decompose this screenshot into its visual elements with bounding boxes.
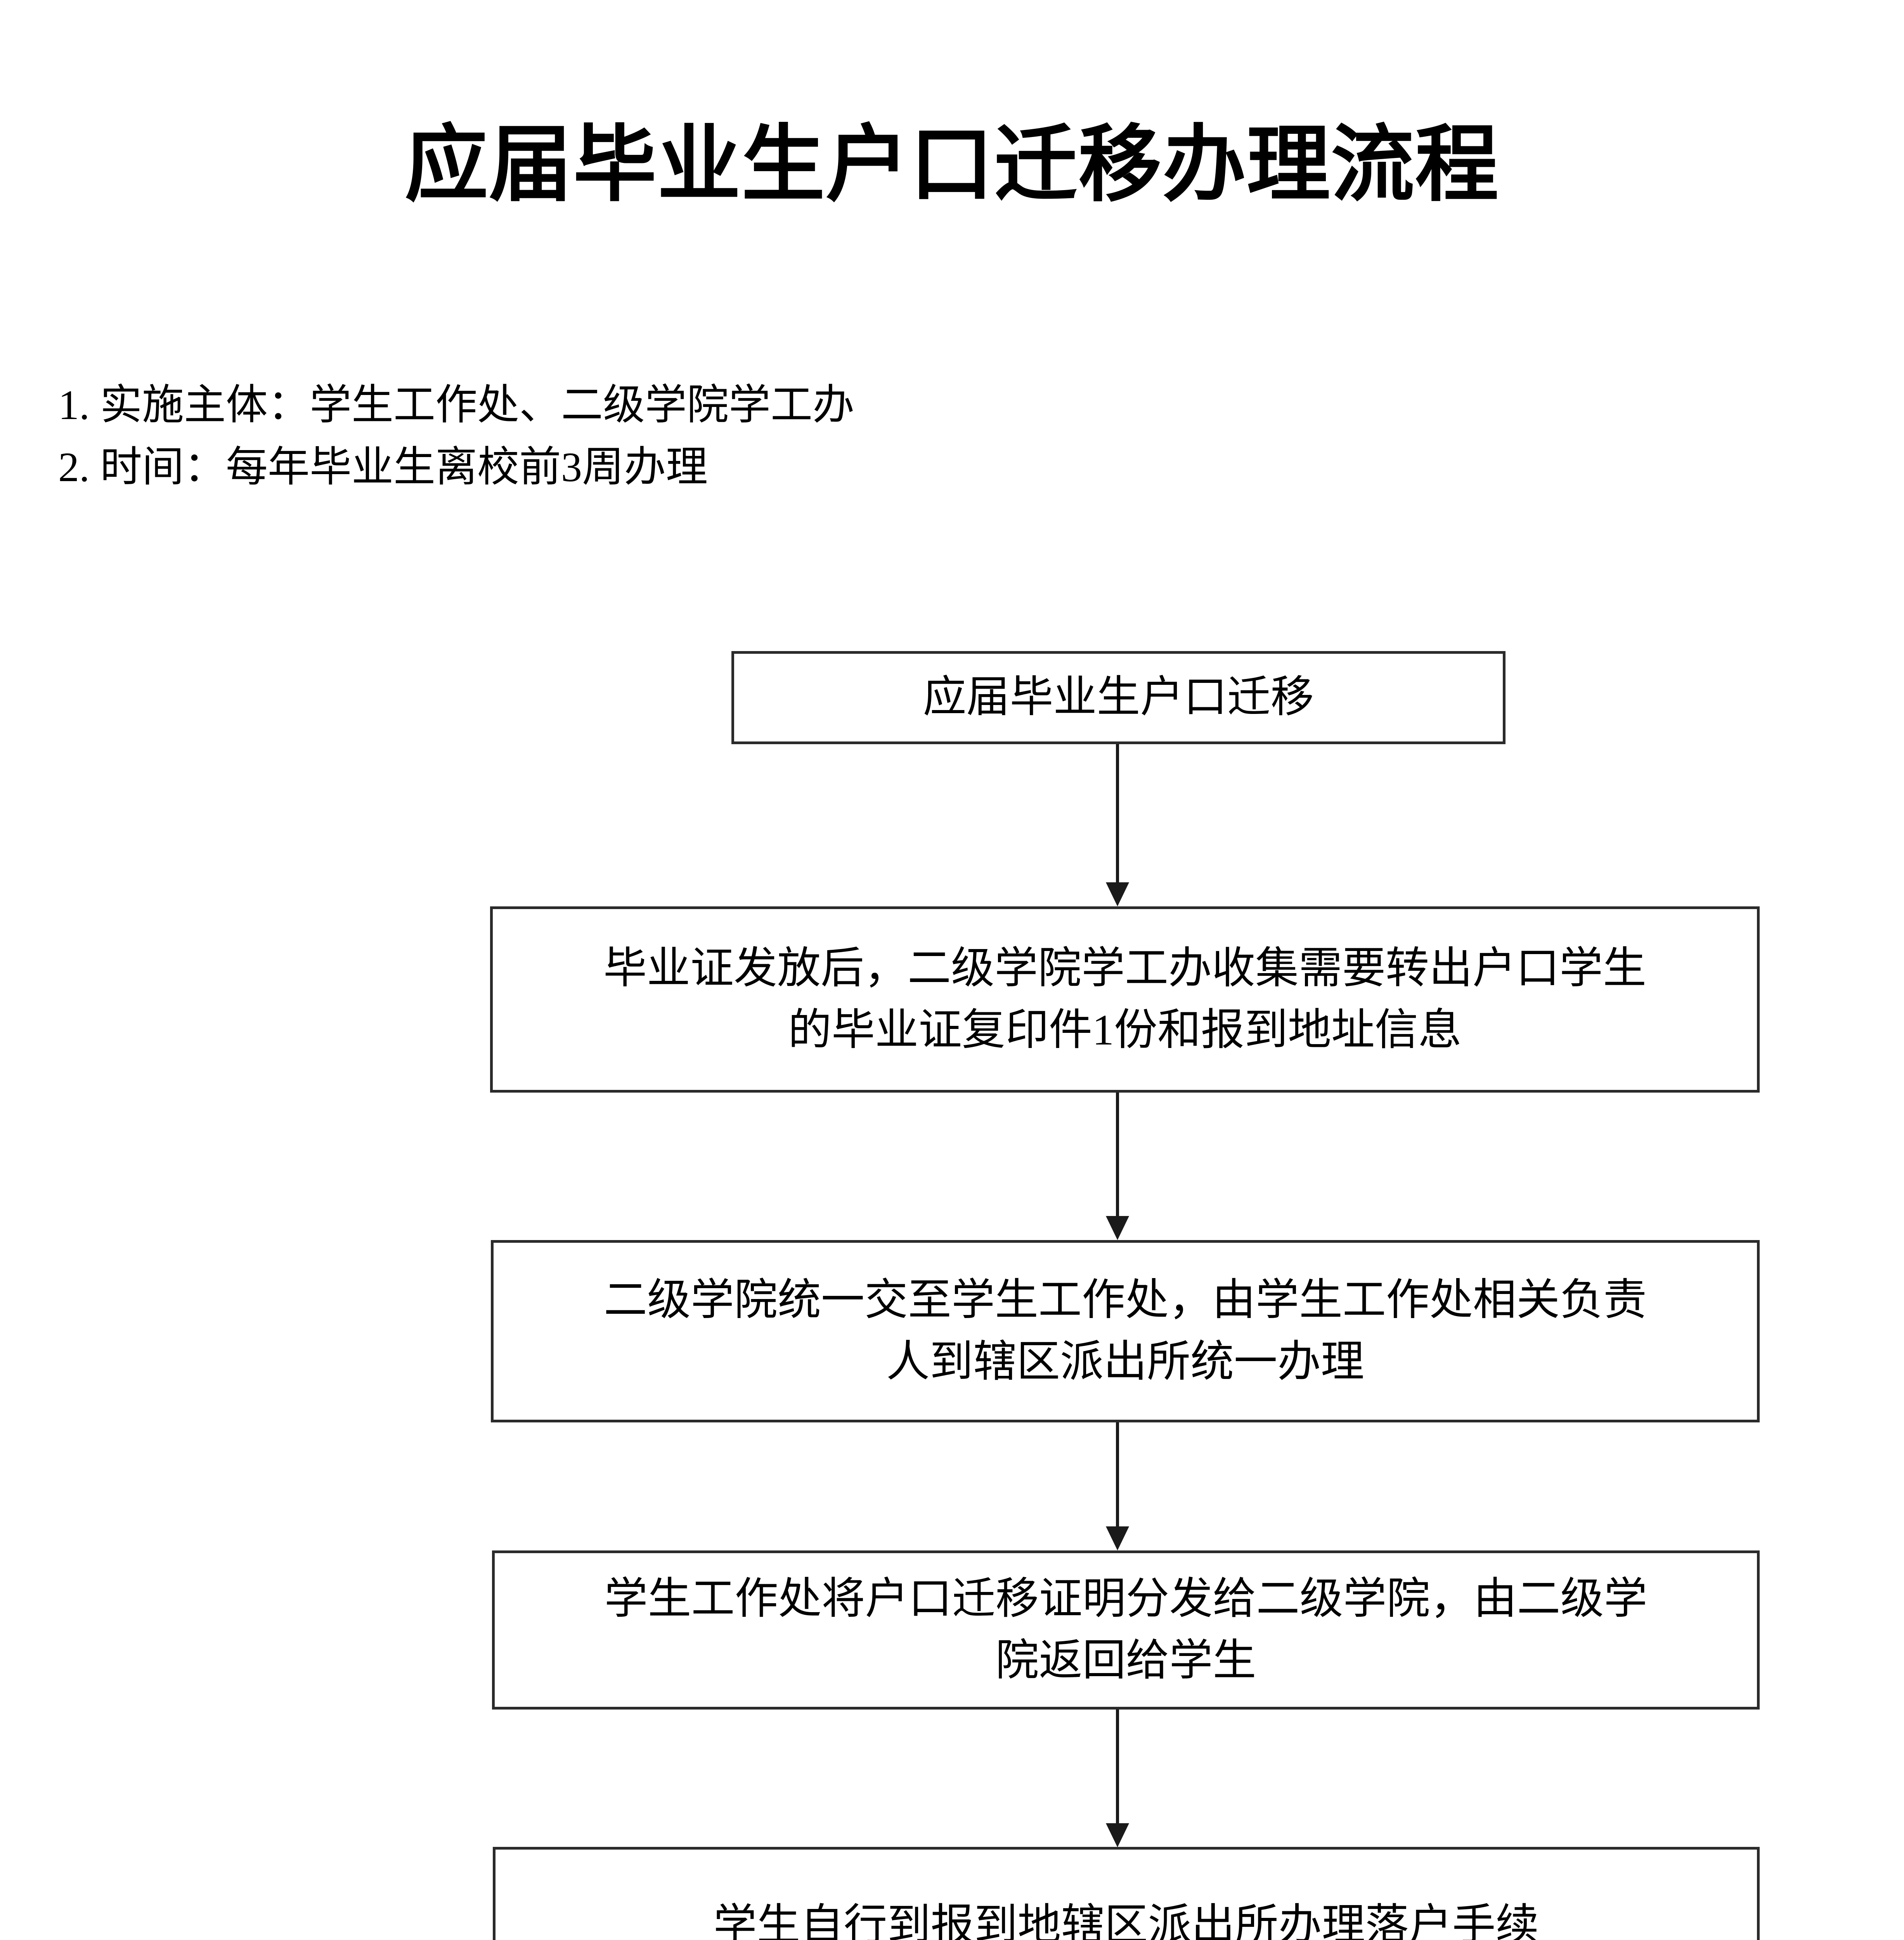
intro-notes: 1. 实施主体：学生工作处、二级学院学工办 2. 时间：每年毕业生离校前3周办理 bbox=[58, 374, 1455, 499]
arrow-head-icon bbox=[1106, 1526, 1129, 1550]
arrow-shaft bbox=[1116, 744, 1119, 882]
arrow-shaft bbox=[1116, 1710, 1119, 1823]
flow-node-3-line-1: 二级学院统一交至学生工作处，由学生工作处相关负责 bbox=[604, 1276, 1647, 1324]
flow-node-submit-to-police-station-label: 二级学院统一交至学生工作处，由学生工作处相关负责 人到辖区派出所统一办理 bbox=[509, 1270, 1741, 1393]
flow-node-student-registration-label: 学生自行到报到地辖区派出所办理落户手续 bbox=[713, 1901, 1539, 1940]
flow-node-4-line-2: 院返回给学生 bbox=[995, 1637, 1256, 1685]
arrow-head-icon bbox=[1106, 1216, 1129, 1240]
intro-line-1: 1. 实施主体：学生工作处、二级学院学工办 bbox=[58, 382, 855, 428]
arrow-head-icon bbox=[1106, 882, 1129, 906]
flow-node-4-line-1: 学生工作处将户口迁移证明分发给二级学院，由二级学 bbox=[604, 1575, 1648, 1623]
flow-node-2-line-1: 毕业证发放后，二级学院学工办收集需要转出户口学生 bbox=[603, 944, 1646, 993]
flow-node-distribute-certificate-label: 学生工作处将户口迁移证明分发给二级学院，由二级学 院返回给学生 bbox=[510, 1568, 1741, 1692]
arrow-shaft bbox=[1116, 1093, 1119, 1216]
flow-node-collect-documents-label: 毕业证发放后，二级学院学工办收集需要转出户口学生 的毕业证复印件1份和报到地址信… bbox=[508, 938, 1741, 1061]
flow-node-distribute-certificate: 学生工作处将户口迁移证明分发给二级学院，由二级学 院返回给学生 bbox=[492, 1550, 1760, 1710]
flow-node-3-line-2: 人到辖区派出所统一办理 bbox=[886, 1338, 1364, 1386]
flow-node-student-registration: 学生自行到报到地辖区派出所办理落户手续 bbox=[493, 1847, 1760, 1940]
flow-node-2-line-2: 的毕业证复印件1份和报到地址信息 bbox=[788, 1006, 1462, 1054]
flow-node-collect-documents: 毕业证发放后，二级学院学工办收集需要转出户口学生 的毕业证复印件1份和报到地址信… bbox=[490, 906, 1760, 1093]
page-title: 应届毕业生户口迁移办理流程 bbox=[405, 118, 1499, 211]
flow-node-start: 应届毕业生户口迁移 bbox=[731, 651, 1506, 744]
flow-node-start-label: 应届毕业生户口迁移 bbox=[923, 673, 1314, 722]
flow-node-submit-to-police-station: 二级学院统一交至学生工作处，由学生工作处相关负责 人到辖区派出所统一办理 bbox=[491, 1240, 1760, 1422]
arrow-head-icon bbox=[1106, 1823, 1129, 1847]
arrow-shaft bbox=[1116, 1422, 1119, 1526]
intro-line-2: 2. 时间：每年毕业生离校前3周办理 bbox=[58, 444, 708, 490]
